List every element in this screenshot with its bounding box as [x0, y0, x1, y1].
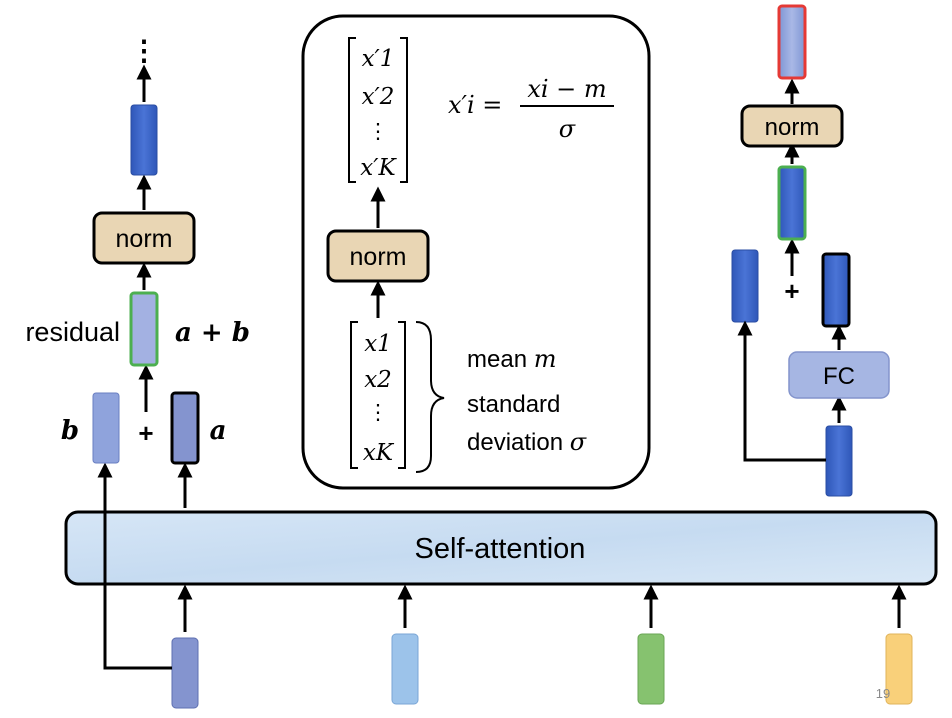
input-vector-2 [391, 633, 419, 705]
b-vector [92, 392, 120, 464]
input-vdots: ⋮ [368, 400, 389, 424]
stats-standard-line: standard [467, 391, 560, 418]
output-xK: x′K [360, 155, 397, 181]
ffn-skip-vector [731, 249, 759, 323]
formula-lhs: x′i = [448, 91, 502, 119]
right-norm-label: norm [765, 114, 820, 141]
formula-numerator: xi − m [527, 75, 606, 103]
output-right-bracket [400, 37, 408, 183]
output-x2: x′2 [362, 84, 395, 110]
input-x2: x2 [364, 367, 392, 393]
skip-connection-arrow [97, 462, 172, 670]
self-attention-label: Self-attention [415, 533, 586, 565]
right-ffn-block: FC + norm [731, 4, 890, 497]
left-norm-box [92, 211, 196, 265]
input-xK: xK [363, 440, 395, 466]
input-vectors [97, 462, 913, 709]
center-norm-label: norm [350, 243, 407, 271]
stats-curly-brace [415, 321, 445, 473]
layer-norm-detail-panel: x′1 x′2 ⋮ x′K x′i = xi − m σ norm x1 x2 … [301, 14, 651, 490]
b-label: b [61, 416, 79, 446]
left-norm-label: norm [116, 225, 173, 253]
sum-label: a + b [175, 318, 250, 348]
left-plus-sign: + [138, 418, 153, 448]
ffn-skip-arrow [737, 320, 826, 462]
input-x1: x1 [364, 331, 392, 357]
output-vdots: ⋮ [368, 119, 389, 143]
left-output-vector [130, 104, 158, 176]
right-norm-box [740, 104, 844, 148]
continuation-dots: ⋮ [130, 34, 158, 67]
self-attention-band [64, 510, 938, 586]
fc-output-vector [821, 252, 851, 328]
a-vector [170, 391, 200, 465]
stats-mean-line: mean m [467, 345, 556, 373]
input-right-bracket [398, 321, 406, 469]
output-x1: x′1 [362, 46, 395, 72]
ffn-input-vector [825, 425, 853, 497]
input-vector-4 [885, 633, 913, 705]
block-output-vector [777, 4, 807, 80]
formula-denominator: σ [559, 115, 576, 143]
output-left-bracket [348, 37, 356, 183]
input-left-bracket [350, 321, 358, 469]
panel-border [301, 14, 651, 490]
page-number: 19 [876, 686, 890, 701]
input-vector-3 [637, 633, 665, 705]
stats-deviation-line: deviation σ [467, 428, 587, 456]
residual-label: residual [25, 317, 120, 347]
input-vector-1 [171, 637, 199, 709]
residual-vector [129, 291, 159, 367]
fc-label: FC [823, 363, 855, 390]
self-attention-layer: Self-attention [64, 510, 938, 586]
left-residual-block: b + a residual a + b norm ⋮ [25, 34, 250, 508]
a-label: a [210, 416, 227, 446]
ffn-residual-vector [777, 165, 807, 241]
right-plus-sign: + [784, 276, 799, 306]
fc-box [788, 351, 890, 399]
